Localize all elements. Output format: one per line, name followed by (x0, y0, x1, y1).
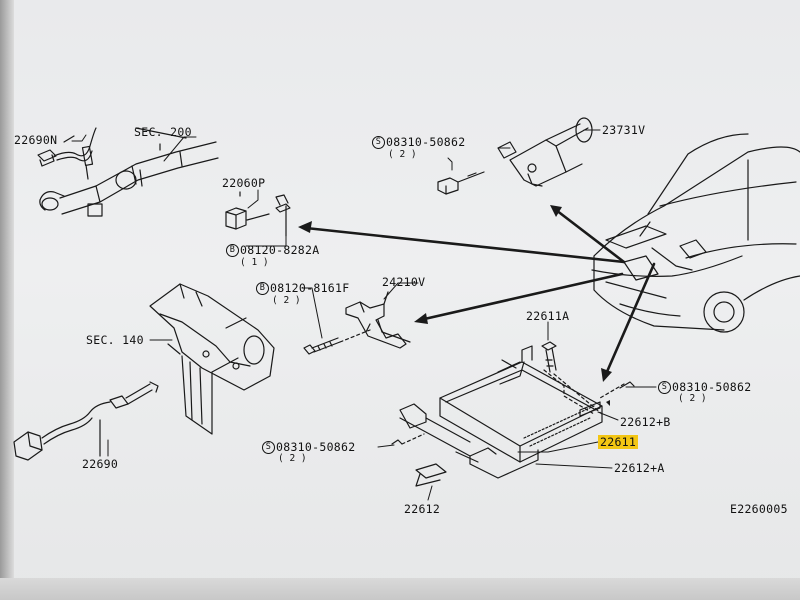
leader-lines (71, 129, 657, 501)
screen-bottom-band (0, 578, 800, 600)
arrowheads (298, 205, 612, 406)
label-22612: 22612 (404, 502, 441, 516)
label-screw-50862-right-qty: ( 2 ) (678, 393, 707, 404)
label-bolt-8161f-qty: ( 2 ) (272, 295, 301, 306)
exhaust-pipe-sec200-drawing (39, 127, 219, 217)
bolt-8161f-drawing (303, 329, 371, 355)
label-22060p: 22060P (222, 176, 266, 190)
heat-shield-sec140-drawing (149, 283, 275, 435)
sensor-23731v-drawing (437, 117, 593, 195)
label-screw-50862-left-qty: ( 2 ) (278, 453, 307, 464)
label-screw-50862-top-qty: ( 2 ) (388, 149, 417, 160)
label-sec140: SEC. 140 (86, 333, 144, 347)
label-22690: 22690 (82, 457, 119, 471)
label-screw-50862-top-number: 08310-50862 (386, 135, 466, 149)
label-22612a: 22612+A (614, 461, 665, 475)
label-22611a: 22611A (526, 309, 570, 323)
label-sec200: SEC. 200 (134, 125, 192, 139)
bolt-symbol-b: B (256, 282, 269, 295)
bolt-symbol-b: B (226, 244, 239, 257)
label-screw-50862-right-number: 08310-50862 (672, 380, 752, 394)
label-bolt-8282a-number: 08120-8282A (240, 243, 320, 257)
screw-symbol-s: S (262, 441, 275, 454)
page-edge-shadow (0, 0, 14, 600)
label-bolt-8282a-qty: ( 1 ) (240, 257, 269, 268)
label-22612b: 22612+B (620, 415, 671, 429)
pointer-arrows (304, 208, 656, 376)
label-bolt-8161f-number: 08120-8161F (270, 281, 350, 295)
bracket-24210v-drawing (345, 291, 411, 349)
bolt-22611a-drawing (541, 341, 603, 415)
label-24210v: 24210V (382, 275, 426, 289)
screw-symbol-s: S (372, 136, 385, 149)
knock-sensor-22060p-drawing (225, 191, 291, 237)
figure-code: E2260005 (730, 502, 788, 516)
sensor-22690n-drawing (37, 127, 97, 180)
screw-symbol-s: S (658, 381, 671, 394)
ecm-22611-drawing (399, 345, 603, 487)
label-22690n: 22690N (14, 133, 58, 147)
label-23731v: 23731V (602, 123, 646, 137)
screws-08310-drawing (391, 369, 635, 445)
label-22611-highlighted: 22611 (598, 435, 639, 449)
sensor-22690-drawing (13, 381, 159, 461)
car-front-drawing (591, 133, 800, 333)
label-screw-50862-left-number: 08310-50862 (276, 440, 356, 454)
highlight-22611: 22611 (598, 435, 639, 449)
